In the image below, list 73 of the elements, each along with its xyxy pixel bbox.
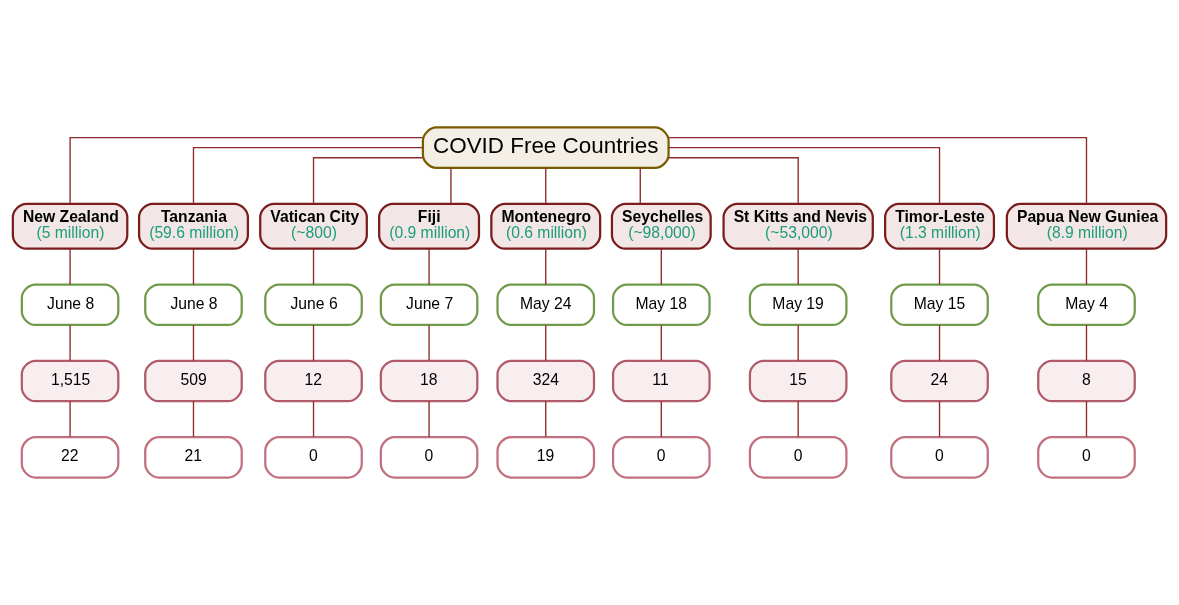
connector	[639, 167, 641, 205]
connector	[69, 248, 71, 286]
node-box: 8	[1037, 359, 1136, 403]
node-box: Fiji (0.9 million)	[378, 202, 481, 250]
node-box: 0	[748, 436, 848, 479]
node-box: 21	[144, 436, 243, 479]
node-box: Montenegro (0.6 million)	[490, 202, 602, 250]
node-box: 12	[264, 359, 363, 403]
connector	[312, 248, 315, 286]
connector	[312, 157, 424, 205]
connector	[797, 248, 799, 286]
connector	[192, 324, 195, 362]
connector	[545, 248, 547, 286]
connector	[428, 400, 430, 438]
node-box: 0	[611, 436, 711, 479]
node-box: 0	[1037, 436, 1136, 479]
node-box: Papua New Guniea (8.9 million)	[1005, 202, 1168, 250]
connector	[192, 248, 195, 286]
node-box: 15	[748, 359, 848, 403]
node-box: June 8	[20, 283, 120, 327]
connector	[192, 400, 195, 438]
connector	[938, 324, 941, 362]
node-box: 0	[264, 436, 363, 479]
connector	[69, 136, 424, 205]
connector	[69, 400, 71, 438]
connector	[428, 248, 430, 286]
node-box: St Kitts and Nevis (~53,000)	[722, 202, 874, 250]
connector	[545, 324, 547, 362]
connector	[312, 400, 315, 438]
connector	[668, 136, 1088, 205]
connector	[1085, 400, 1088, 438]
node-box: New Zealand (5 million)	[11, 202, 129, 250]
node-box: 0	[379, 436, 479, 479]
node-box: May 18	[611, 283, 711, 327]
node-box: May 15	[890, 283, 989, 327]
connector	[797, 324, 799, 362]
node-box: 324	[496, 359, 596, 403]
node-box: June 7	[379, 283, 479, 327]
node-box: Tanzania (59.6 million)	[137, 202, 249, 250]
connector	[428, 324, 430, 362]
connector	[668, 147, 941, 205]
connector	[192, 147, 424, 205]
connector	[545, 400, 547, 438]
connector	[545, 167, 547, 205]
connector	[797, 400, 799, 438]
node-box: 1,515	[20, 359, 120, 403]
node-box: 18	[379, 359, 479, 403]
node-box: Seychelles (~98,000)	[610, 202, 712, 250]
connector	[1085, 248, 1088, 286]
connector	[450, 167, 452, 205]
connector	[667, 157, 799, 205]
node-box: 11	[611, 359, 711, 403]
node-box: June 6	[264, 283, 363, 327]
connector	[660, 324, 662, 362]
node-box: 19	[496, 436, 596, 479]
node-box: 24	[890, 359, 989, 403]
node-box: May 19	[748, 283, 848, 327]
connector	[938, 400, 941, 438]
connector	[938, 248, 941, 286]
connector	[660, 400, 662, 438]
node-box: 509	[144, 359, 243, 403]
node-box: May 4	[1037, 283, 1136, 327]
connector	[312, 324, 315, 362]
node-box: June 8	[144, 283, 243, 327]
node-box: Vatican City (~800)	[259, 202, 368, 250]
node-box: 22	[20, 436, 120, 479]
connector	[660, 248, 662, 286]
connector	[1085, 324, 1088, 362]
node-box: May 24	[496, 283, 596, 327]
node-box: 0	[890, 436, 989, 479]
connector	[69, 324, 71, 362]
node-box: Timor-Leste (1.3 million)	[884, 202, 996, 250]
node-box: COVID Free Countries	[421, 126, 670, 169]
